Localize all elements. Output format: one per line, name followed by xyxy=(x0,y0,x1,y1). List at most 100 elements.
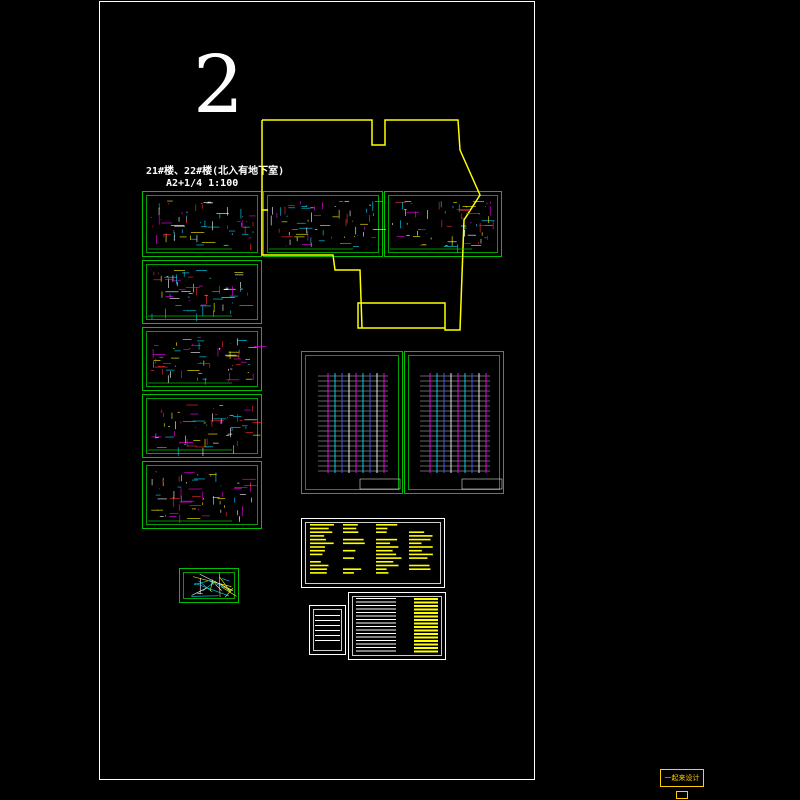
cover-text-line xyxy=(315,620,340,621)
note-text-line xyxy=(310,535,325,537)
note-text-line xyxy=(376,542,391,545)
legend-text-line xyxy=(414,643,438,646)
riser-diagram-sheet-2[interactable] xyxy=(404,351,504,494)
legend-table-line xyxy=(356,605,396,606)
cover-text-line xyxy=(315,630,340,631)
detail-line xyxy=(218,572,221,598)
legend-text-line xyxy=(414,608,438,611)
title-block xyxy=(359,478,401,490)
note-text-line xyxy=(310,538,326,541)
detail-sheet[interactable] xyxy=(179,568,239,603)
note-text-line xyxy=(409,553,433,556)
legend-text-line xyxy=(414,647,438,649)
note-text-line xyxy=(343,538,364,541)
note-text-line xyxy=(376,561,394,563)
note-text-line xyxy=(409,531,425,533)
note-text-line xyxy=(310,553,323,556)
note-text-line xyxy=(310,527,329,530)
detail-line xyxy=(224,588,234,598)
building-outline xyxy=(261,119,481,331)
note-text-line xyxy=(310,531,333,533)
note-text-line xyxy=(409,546,433,548)
legend-table-line xyxy=(356,643,396,645)
note-text-line xyxy=(343,557,355,559)
legend-table-line xyxy=(356,619,396,620)
sheet-number: 2 xyxy=(193,38,244,131)
note-text-line xyxy=(376,568,387,570)
drawing-title: 21#楼、22#楼(北入有地下室) xyxy=(146,166,285,177)
legend-table-line xyxy=(356,633,396,634)
note-text-line xyxy=(376,564,399,567)
legend-table-line xyxy=(356,636,396,638)
detail-line xyxy=(221,578,230,582)
note-text-line xyxy=(409,549,422,552)
legend-table-line xyxy=(356,615,396,617)
note-text-line xyxy=(343,542,365,545)
logo-badge[interactable]: 一起来设计 xyxy=(660,769,704,787)
cover-text-line xyxy=(315,615,340,616)
detail-line xyxy=(221,586,237,597)
legend-table-line xyxy=(356,598,396,599)
cover-text-line xyxy=(315,635,340,636)
detail-line xyxy=(194,582,230,597)
drawing-frame xyxy=(99,1,535,780)
design-notes-sheet[interactable] xyxy=(301,518,445,588)
note-text-line xyxy=(310,542,334,545)
cover-text-line xyxy=(315,640,340,641)
legend-table-line xyxy=(356,608,396,610)
note-text-line xyxy=(376,538,398,541)
detail-line xyxy=(198,580,213,593)
legend-text-line xyxy=(414,626,438,628)
logo-text: 一起来设计 xyxy=(664,774,700,782)
legend-table-line xyxy=(356,601,396,603)
note-text-line xyxy=(343,527,357,530)
floor-plan-sheet-7[interactable] xyxy=(142,461,262,529)
note-text-line xyxy=(409,568,431,570)
legend-table-line xyxy=(356,650,396,652)
legend-text-line xyxy=(414,601,438,604)
floor-plan-sheet-1[interactable] xyxy=(142,191,262,257)
legend-text-line xyxy=(414,636,438,639)
note-text-line xyxy=(310,568,327,570)
legend-text-line xyxy=(414,615,438,618)
note-text-line xyxy=(376,531,387,533)
legend-text-line xyxy=(414,612,438,614)
note-text-line xyxy=(310,524,334,526)
note-text-line xyxy=(343,524,358,526)
note-text-line xyxy=(310,561,321,563)
note-text-line xyxy=(376,572,389,574)
legend-text-line xyxy=(414,633,438,635)
floor-plan-sheet-5[interactable] xyxy=(142,327,262,391)
legend-table-line xyxy=(356,622,396,624)
drawing-scale: A2+1/4 1:100 xyxy=(166,178,239,189)
note-text-line xyxy=(409,564,430,567)
legend-table-line xyxy=(356,612,396,613)
floor-plan-sheet-3[interactable] xyxy=(384,191,502,257)
note-text-line xyxy=(409,535,433,537)
legend-text-line xyxy=(414,650,438,653)
note-text-line xyxy=(409,538,431,541)
note-text-line xyxy=(376,524,398,526)
title-block xyxy=(461,478,503,490)
detail-line xyxy=(215,584,222,591)
note-text-line xyxy=(310,572,327,574)
note-text-line xyxy=(409,557,428,559)
note-text-line xyxy=(343,568,362,570)
cover-text-line xyxy=(315,625,340,626)
legend-text-line xyxy=(414,622,438,625)
note-text-line xyxy=(343,572,354,574)
legend-table-line xyxy=(356,640,396,641)
legend-table-line xyxy=(356,626,396,627)
note-text-line xyxy=(376,527,388,530)
legend-table-line xyxy=(356,647,396,648)
riser-diagram-sheet-1[interactable] xyxy=(301,351,403,494)
note-text-line xyxy=(376,546,399,548)
note-text-line xyxy=(310,549,325,552)
detail-line xyxy=(191,587,208,596)
legend-text-line xyxy=(414,619,438,621)
legend-text-line xyxy=(414,605,438,607)
detail-line xyxy=(219,576,232,593)
logo-small-icon xyxy=(676,791,688,799)
legend-text-line xyxy=(414,598,438,600)
